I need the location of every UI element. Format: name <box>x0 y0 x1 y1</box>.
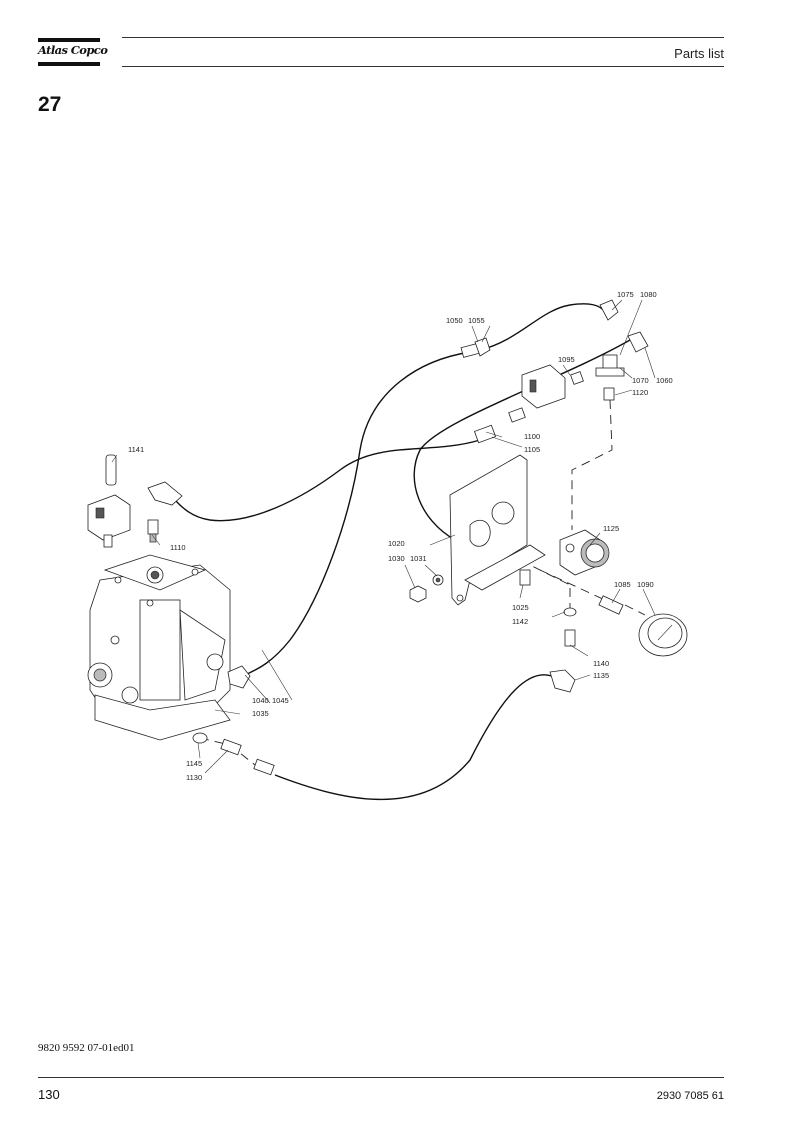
footer-rule <box>38 1077 724 1078</box>
callout-1100: 1100 <box>524 432 540 441</box>
callout-labels: 1141 1110 1040 1045 1035 1020 1030 1031 … <box>128 290 673 782</box>
pressure-switch-1125 <box>559 529 610 576</box>
callout-1035: 1035 <box>252 709 269 718</box>
part-number: 2930 7085 61 <box>656 1090 724 1102</box>
callout-1130: 1130 <box>186 773 202 782</box>
callout-1055: 1055 <box>468 316 485 325</box>
header-rule-bottom <box>122 66 724 67</box>
elbow-fitting-1040 <box>227 665 251 689</box>
tee-fittings <box>595 299 649 401</box>
logo-bar-top <box>38 38 100 42</box>
callout-1120: 1120 <box>632 388 648 397</box>
callout-1141: 1141 <box>128 445 144 454</box>
callout-1030: 1030 <box>388 554 405 563</box>
pressure-gauge-1090 <box>598 595 688 657</box>
fitting-1110 <box>147 481 183 543</box>
valve-body-1035 <box>87 554 231 741</box>
fittings-1050-1055 <box>460 337 491 358</box>
logo-wordmark: Atlas Copco <box>38 43 108 57</box>
callout-1090: 1090 <box>637 580 654 589</box>
dashed-assembly-lines <box>159 399 646 766</box>
callout-1045: 1045 <box>272 696 289 705</box>
callout-1095: 1095 <box>558 355 575 364</box>
bracket-plate-1020 <box>449 454 546 606</box>
header-rule-top <box>122 37 724 38</box>
fittings-left-lower <box>192 732 275 776</box>
callout-1031: 1031 <box>410 554 427 563</box>
callout-1075: 1075 <box>617 290 634 299</box>
callout-1020: 1020 <box>388 539 405 548</box>
atlas-copco-logo: Atlas Copco <box>38 38 108 68</box>
callout-1060: 1060 <box>656 376 673 385</box>
callout-1070: 1070 <box>632 376 649 385</box>
hoses <box>174 303 631 801</box>
section-number: 27 <box>38 93 62 116</box>
callout-1085: 1085 <box>614 580 631 589</box>
callout-1125: 1125 <box>603 524 619 533</box>
callout-1080: 1080 <box>640 290 657 299</box>
solenoid-1095 <box>521 364 584 409</box>
page-title: Parts list <box>674 46 724 61</box>
page-number: 130 <box>38 1087 60 1102</box>
callout-1105: 1105 <box>524 445 540 454</box>
solenoid-valve-1141 <box>87 454 131 548</box>
callout-1025: 1025 <box>512 603 529 612</box>
fittings-1100-1105 <box>473 407 526 444</box>
callout-1110: 1110 <box>170 543 186 552</box>
callout-1040: 1040 <box>252 696 269 705</box>
fittings-right-lower <box>549 607 577 693</box>
callout-1050: 1050 <box>446 316 463 325</box>
callout-leaders <box>111 299 656 774</box>
callout-1140: 1140 <box>593 659 609 668</box>
logo-bar-bottom <box>38 62 100 66</box>
callout-1145: 1145 <box>186 759 202 768</box>
small-fasteners <box>409 569 531 603</box>
callout-1142: 1142 <box>512 617 528 626</box>
callout-1135: 1135 <box>593 671 609 680</box>
document-code: 9820 9592 07-01ed01 <box>38 1042 135 1054</box>
